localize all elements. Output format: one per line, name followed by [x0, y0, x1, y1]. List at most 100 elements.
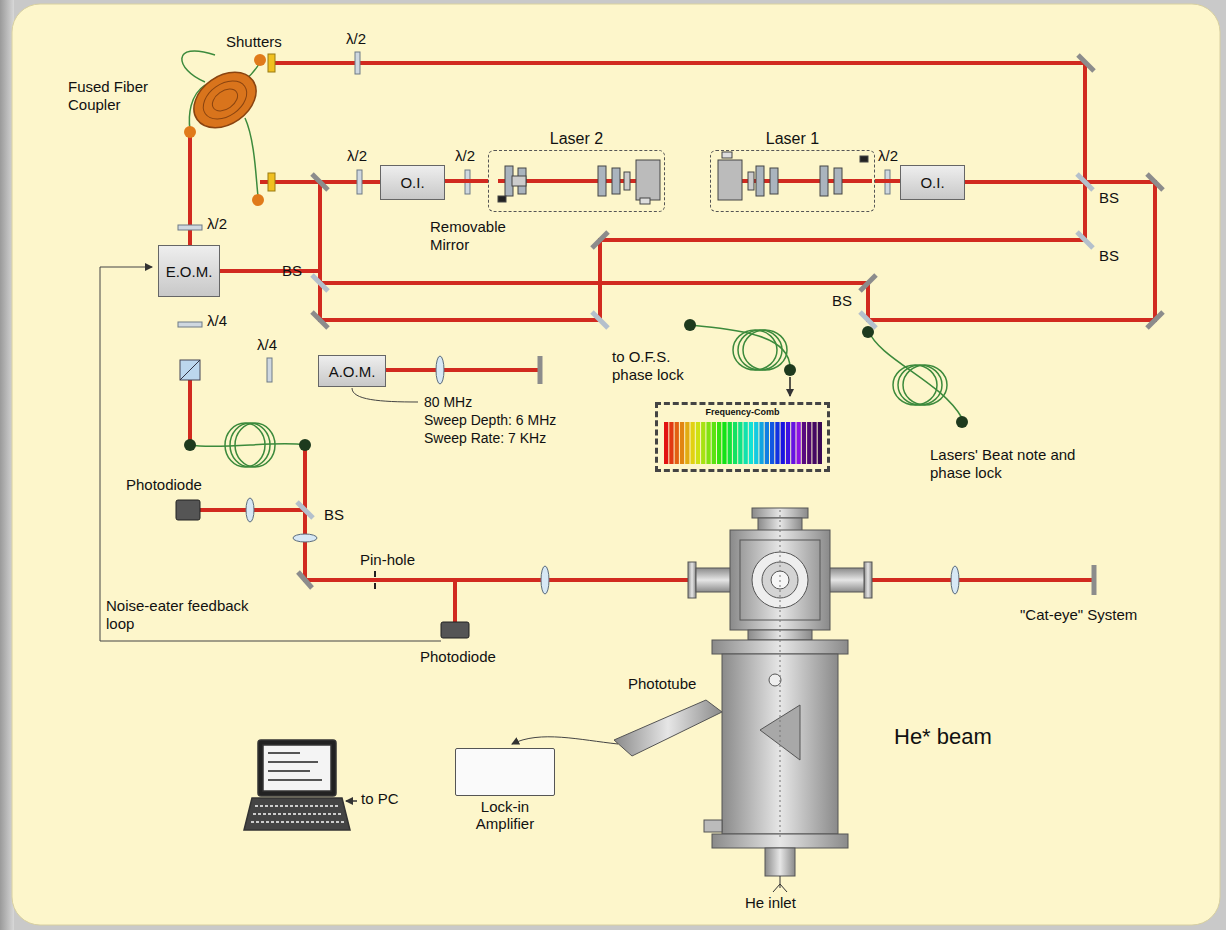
laser-beams	[870, 578, 1092, 582]
vacuum-chamber	[864, 562, 872, 598]
signal-label: 80 MHz	[424, 394, 472, 411]
fiber-ends	[252, 194, 264, 206]
phototube	[614, 700, 722, 756]
fiber-ends	[862, 326, 874, 338]
fiber-ends	[184, 126, 196, 138]
laser-beams	[868, 182, 1155, 320]
vacuum-chamber	[773, 884, 787, 892]
frequency-comb-bars	[791, 422, 795, 464]
frequency-comb-bars	[664, 422, 668, 464]
signal-label: Sweep Depth: 6 MHz	[424, 412, 556, 429]
beam-splitter-label: BS	[832, 292, 852, 310]
part-label: He inlet	[745, 894, 796, 912]
photodiodes	[176, 500, 200, 520]
fibers	[743, 330, 787, 370]
acousto-optic-modulator: A.O.M.	[318, 355, 386, 387]
aom-wire	[352, 388, 418, 402]
lenses	[246, 356, 959, 594]
computer	[244, 740, 350, 830]
laser-beam	[875, 179, 900, 183]
waveplate-label: λ/2	[455, 147, 475, 165]
laser1-internals	[718, 152, 868, 200]
computer	[253, 813, 342, 815]
pin-hole	[374, 571, 376, 577]
computer	[263, 745, 331, 791]
waveplate-label: λ/4	[207, 312, 227, 330]
laser-beam	[445, 179, 488, 183]
optical-isolator: O.I.	[380, 165, 445, 200]
vacuum-chamber	[780, 876, 781, 888]
computer	[268, 779, 322, 781]
laser2-internals	[598, 166, 606, 196]
photodiodes	[176, 500, 469, 638]
fibers	[868, 330, 962, 418]
fiber-coupler	[208, 85, 241, 116]
laser-beams	[386, 368, 540, 372]
optical-isolator: O.I.	[900, 165, 965, 200]
frequency-comb-bars	[749, 422, 753, 464]
mirrors	[298, 572, 312, 588]
shutters	[268, 173, 275, 191]
fibers	[733, 330, 777, 370]
computer	[244, 798, 350, 830]
mirrors	[1078, 55, 1094, 71]
node-label: A.O.M.	[329, 363, 376, 380]
fiber-ends	[784, 364, 796, 376]
waveplate-label: λ/2	[878, 147, 898, 165]
part-label: Fused Fiber Coupler	[68, 78, 198, 114]
fiber-coupler	[183, 61, 266, 139]
vacuum-chamber	[765, 848, 795, 876]
laser1-internals	[820, 166, 828, 196]
beam-splitter-label: BS	[324, 506, 344, 524]
mirrors	[312, 312, 328, 328]
part-label: Shutters	[226, 33, 282, 51]
lenses	[541, 566, 549, 594]
signal-wire	[512, 737, 618, 744]
frequency-comb-bars	[696, 422, 700, 464]
laser2-internals	[498, 196, 506, 202]
mirrors	[1092, 565, 1097, 595]
mirrors	[1147, 312, 1163, 328]
frequency-comb-bars	[818, 422, 822, 464]
frequency-comb-bars	[733, 422, 737, 464]
laser2-internals	[636, 160, 660, 200]
beam-splitter-label: BS	[1099, 247, 1119, 265]
feedback-wire	[100, 267, 441, 641]
frequency-comb-bars	[781, 422, 785, 464]
waveplates	[178, 322, 202, 327]
part-label: Phototube	[628, 675, 696, 693]
part-label: Removable Mirror	[430, 218, 540, 254]
frequency-comb-bars	[728, 422, 732, 464]
mirrors	[1147, 174, 1163, 190]
laser1-internals	[756, 166, 764, 196]
frequency-comb-bars	[722, 422, 726, 464]
laser-beams	[453, 580, 457, 622]
lenses	[293, 534, 317, 542]
fiber-ends	[254, 54, 266, 66]
waveplates	[267, 358, 272, 382]
to-pc-arrow	[346, 800, 357, 802]
part-label: Photodiode	[126, 476, 202, 494]
node-label: O.I.	[400, 174, 424, 191]
fiber-ends	[956, 416, 968, 428]
frequency-comb-bars	[812, 422, 816, 464]
note-label: Lasers' Beat note and phase lock	[930, 446, 1080, 482]
polarizing-cube	[180, 360, 200, 380]
computer	[251, 821, 344, 823]
fibers	[738, 330, 782, 370]
frequency-comb-bars	[770, 422, 774, 464]
computer	[258, 740, 336, 796]
frequency-comb-box: Frequency-Comb	[655, 402, 830, 472]
fibers	[182, 51, 962, 467]
polarizing-cube	[180, 360, 200, 380]
lenses	[436, 356, 444, 384]
laser-beams	[320, 281, 868, 285]
vacuum-chamber	[688, 508, 872, 892]
vacuum-chamber	[704, 820, 722, 832]
computer	[255, 805, 340, 807]
part-label: Photodiode	[420, 648, 496, 666]
frequency-comb-bars	[669, 422, 673, 464]
to-pc-arrow	[346, 800, 357, 802]
frequency-comb-bars	[685, 422, 689, 464]
fiber-coupler	[183, 61, 266, 139]
